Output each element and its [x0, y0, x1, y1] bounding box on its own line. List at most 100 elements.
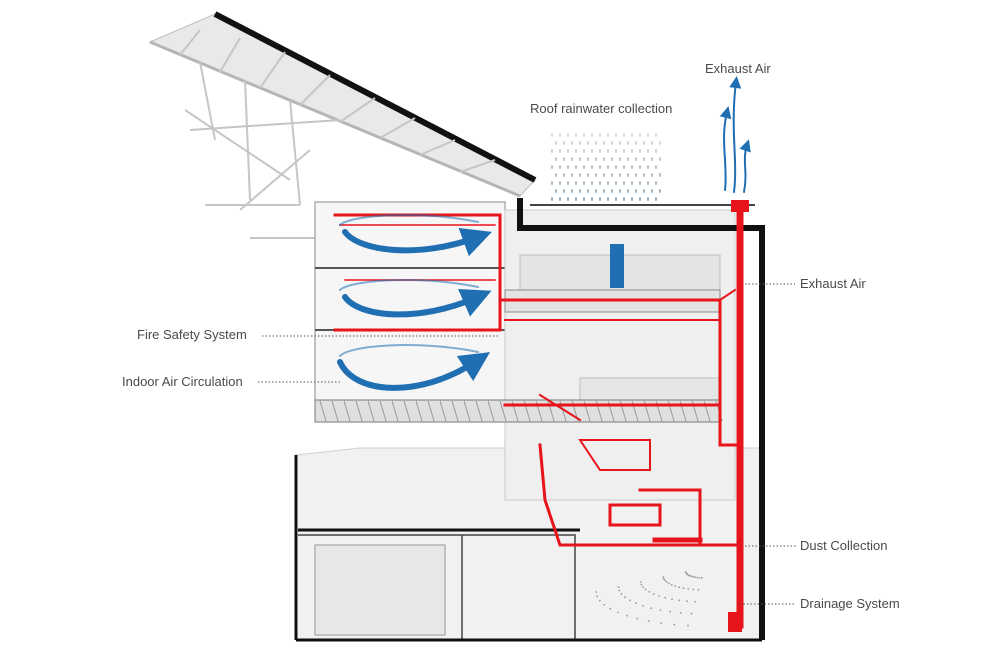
rain-drop: [582, 165, 586, 169]
spray-dot: [659, 609, 662, 611]
rain-drop: [622, 197, 626, 201]
spray-dot: [642, 604, 644, 607]
truss-web: [499, 400, 507, 422]
truss-web: [463, 400, 471, 422]
rain-drop: [566, 149, 570, 153]
rain-drop: [626, 189, 630, 193]
rain-drop: [658, 157, 662, 161]
spray-dot: [674, 585, 677, 587]
exhaust-air-arrows: [719, 76, 751, 193]
rain-drop: [626, 173, 630, 177]
rain-drop: [634, 157, 638, 161]
spray-dot: [687, 624, 689, 627]
rain-drop: [610, 173, 614, 177]
rain-drop: [598, 181, 602, 185]
rain-drop: [594, 189, 598, 193]
rain-drop: [566, 181, 570, 185]
rain-drop: [550, 165, 554, 169]
label-drainage: Drainage System: [800, 596, 900, 611]
rain-drop: [642, 173, 646, 177]
label-exhaust-air-side: Exhaust Air: [800, 276, 866, 291]
rain-drop: [630, 197, 634, 201]
rain-drop: [610, 189, 614, 193]
spray-dot: [665, 581, 668, 583]
rain-drop: [590, 165, 594, 169]
rain-drop: [642, 141, 646, 145]
rain-drop: [570, 157, 574, 161]
rain-drop: [622, 165, 626, 169]
rain-drop: [646, 133, 650, 137]
rain-drop: [650, 157, 654, 161]
rain-drop: [638, 181, 642, 185]
rain-drop: [582, 149, 586, 153]
truss-web: [391, 400, 399, 422]
spray-dot: [669, 610, 672, 613]
rain-drop: [566, 133, 570, 137]
spray-dot: [662, 577, 665, 580]
rain-drop: [562, 141, 566, 145]
spray-dot: [647, 620, 650, 622]
rain-drop: [590, 197, 594, 201]
truss-web: [343, 400, 351, 422]
rain-drop: [558, 181, 562, 185]
rain-drop: [630, 133, 634, 137]
spray-dot: [686, 600, 688, 603]
spray-dot: [642, 586, 644, 588]
rain-drop: [618, 157, 622, 161]
rain-drop: [614, 197, 618, 201]
truss-web: [379, 400, 387, 422]
rain-drop: [606, 197, 610, 201]
rain-drop: [658, 189, 662, 193]
rain-drop: [602, 173, 606, 177]
rain-drop: [558, 197, 562, 201]
rain-drop: [578, 173, 582, 177]
label-dust-collection: Dust Collection: [800, 538, 887, 553]
spray-dot: [634, 602, 637, 605]
rain-drop: [654, 181, 658, 185]
spray-dot: [698, 576, 701, 579]
truss-web: [475, 400, 483, 422]
spray-dot: [679, 612, 682, 614]
rain-drop: [626, 157, 630, 161]
spray-dot: [697, 588, 700, 591]
spray-dot: [640, 583, 643, 586]
rain-drop: [574, 181, 578, 185]
truss-web: [487, 400, 495, 422]
rain-drop: [602, 189, 606, 193]
spray-dot: [660, 622, 663, 624]
spray-dot: [620, 593, 623, 595]
rain-drop: [554, 141, 558, 145]
rain-drop: [622, 133, 626, 137]
spray-dot: [671, 598, 673, 600]
rain-drop: [570, 173, 574, 177]
label-exhaust-air-top: Exhaust Air: [705, 61, 771, 76]
rain-drop: [550, 149, 554, 153]
rain-drop: [658, 141, 662, 145]
truss-web: [319, 400, 327, 422]
rain-drop: [598, 149, 602, 153]
rain-drop: [606, 181, 610, 185]
rain-drop: [618, 189, 622, 193]
rain-drop: [630, 165, 634, 169]
spray-dot: [667, 582, 670, 585]
rain-drop: [586, 189, 590, 193]
rain-drop: [606, 165, 610, 169]
rain-drop: [614, 149, 618, 153]
spray-dot: [682, 587, 685, 589]
rain-drop: [574, 149, 578, 153]
spray-dot: [692, 588, 695, 591]
rain-drop: [614, 181, 618, 185]
rain-drop: [602, 157, 606, 161]
spray-dot: [596, 595, 598, 598]
spray-dot: [696, 576, 699, 579]
rain-drop: [550, 133, 554, 137]
rain-drop: [634, 173, 638, 177]
label-fire-safety: Fire Safety System: [137, 327, 247, 342]
rain-drop: [606, 133, 610, 137]
rain-drop: [578, 157, 582, 161]
spray-dot: [644, 588, 647, 591]
rain-drop: [614, 165, 618, 169]
rain-drop: [642, 189, 646, 193]
truss-web: [439, 400, 447, 422]
